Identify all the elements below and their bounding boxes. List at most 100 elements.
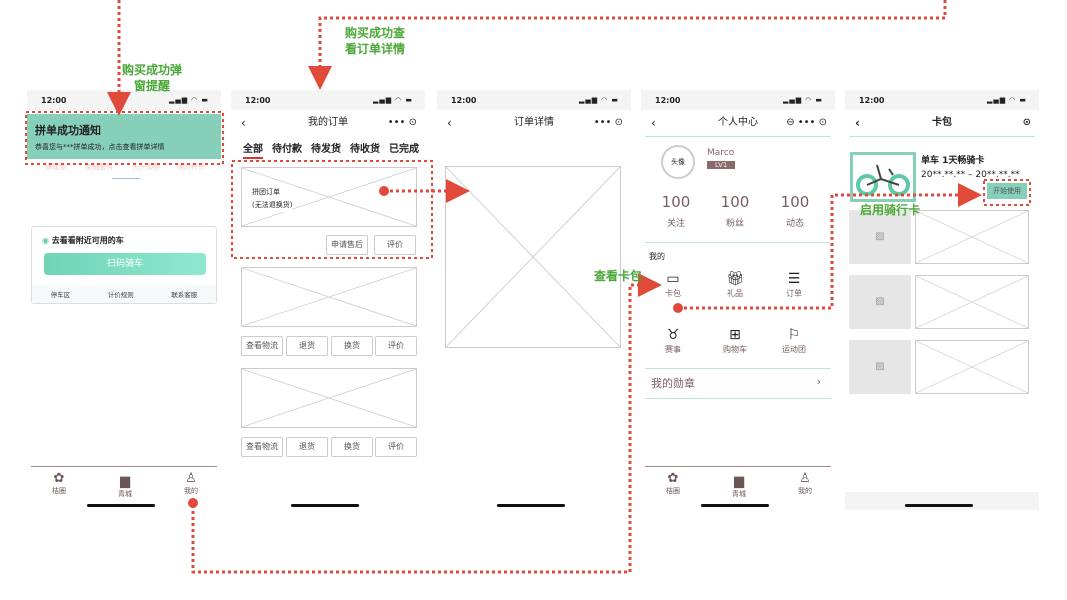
- tab-circle[interactable]: ✿桔圈: [39, 472, 79, 496]
- tab-mall[interactable]: ▆青城: [719, 475, 759, 499]
- stat-label: 关注: [666, 219, 685, 229]
- stat-label: 动态: [785, 219, 804, 229]
- back-icon[interactable]: ‹: [651, 116, 656, 130]
- gift-icon: 🎁︎: [726, 271, 744, 287]
- annotation-popup: 购买成功弹窗提醒: [112, 62, 192, 94]
- signal-icons: ▂▄▆ ◠ ▬: [782, 96, 823, 104]
- card-placeholder[interactable]: [915, 210, 1029, 264]
- target-icon[interactable]: ⊙: [1022, 117, 1031, 128]
- time: 12:00: [655, 96, 681, 105]
- support-link[interactable]: 联系客服: [171, 291, 198, 299]
- footer-bar: [845, 492, 1039, 510]
- tab-bar: ✿桔圈 ▆青城 ♙我的: [31, 466, 217, 500]
- parking-link[interactable]: 停车区: [50, 291, 71, 299]
- notification-banner[interactable]: 拼单成功通知 恭喜您与***拼单成功，点击查看拼单详情: [27, 114, 221, 159]
- stat-label: 粉丝: [725, 219, 744, 229]
- divider: [645, 368, 831, 369]
- user-icon: ♙: [185, 471, 197, 486]
- more-icon[interactable]: ••• ⊙: [387, 117, 417, 128]
- shortcut-label[interactable]: 赚现金: [45, 163, 66, 171]
- order-image[interactable]: 拼团订单(无法退换货): [241, 167, 417, 227]
- image-icon: ▨: [849, 275, 911, 329]
- logistics-button[interactable]: 查看物流: [241, 437, 283, 457]
- tab-done[interactable]: 已完成: [389, 144, 419, 155]
- home-indicator: [701, 504, 769, 507]
- back-icon[interactable]: ‹: [447, 116, 452, 130]
- annotation-line: 购买成功查: [344, 26, 405, 40]
- signal-icons: ▂▄▆ ◠ ▬: [578, 96, 619, 104]
- shortcut-label[interactable]: 金融服务: [85, 163, 113, 171]
- exchange-button[interactable]: 换货: [331, 437, 373, 457]
- order-image[interactable]: [241, 267, 417, 327]
- tab-bar: ✿桔圈 ▆青城 ♙我的: [645, 466, 831, 500]
- grid-label: 购物车: [723, 345, 747, 354]
- order-tabs: 全部 待付款 待发货 待收货 已完成: [243, 140, 419, 159]
- tab-unpaid[interactable]: 待付款: [272, 144, 302, 155]
- signal-icons: ▂▄▆ ◠ ▬: [986, 96, 1027, 104]
- notice-body: 恭喜您与***拼单成功，点击查看拼单详情: [35, 143, 165, 151]
- card-icon: ▭: [666, 271, 680, 287]
- screen-home: 12:00▂▄▆ ◠ ▬ 赚现金 金融服务 天天领券 限时秒杀 拼单成功通知 恭…: [27, 90, 221, 510]
- cart-icon: ⊞: [729, 327, 741, 343]
- annotation-line: 看订单详情: [344, 42, 405, 56]
- screen-profile: 12:00▂▄▆ ◠ ▬ ‹个人中心⊖ ••• ⊙ 头像 Marco LV1 1…: [641, 90, 835, 510]
- grid-team[interactable]: ⚐运动团: [769, 326, 819, 355]
- tab-label: 青城: [118, 490, 132, 498]
- scan-button[interactable]: 扫码骑车: [44, 253, 206, 275]
- shortcut-label[interactable]: 限时秒杀: [177, 163, 205, 171]
- exchange-button[interactable]: 换货: [331, 336, 373, 356]
- return-button[interactable]: 退货: [286, 336, 328, 356]
- review-button[interactable]: 评价: [374, 235, 416, 255]
- signal-icons: ▂▄▆ ◠ ▬: [372, 96, 413, 104]
- detail-placeholder: [445, 166, 621, 348]
- trophy-icon: ♉: [666, 327, 680, 343]
- logistics-button[interactable]: 查看物流: [241, 336, 283, 356]
- tab-label: 桔圈: [666, 487, 680, 495]
- tab-unreceived[interactable]: 待收货: [350, 144, 380, 155]
- stat-fans[interactable]: 100 粉丝: [710, 193, 760, 230]
- back-icon[interactable]: ‹: [241, 116, 246, 130]
- bike-image: [850, 152, 916, 202]
- after-sale-button[interactable]: 申请售后: [326, 235, 368, 255]
- section-title: 我的: [649, 252, 665, 261]
- grid-orders[interactable]: ☰订单: [769, 270, 819, 299]
- grid-events[interactable]: ♉赛事: [648, 326, 698, 355]
- tab-mine[interactable]: ♙我的: [171, 472, 211, 496]
- home-indicator: [497, 504, 565, 507]
- tab-mine[interactable]: ♙我的: [785, 472, 825, 496]
- stat-posts[interactable]: 100 动态: [770, 193, 820, 230]
- page-title: 个人中心: [718, 117, 758, 128]
- tab-mall[interactable]: ▆青城: [105, 475, 145, 499]
- status-bar: 12:00▂▄▆ ◠ ▬: [231, 90, 425, 110]
- back-icon[interactable]: ‹: [855, 116, 860, 130]
- card-placeholder[interactable]: [915, 275, 1029, 329]
- time: 12:00: [41, 96, 67, 105]
- shortcut-label[interactable]: 天天领券: [132, 163, 160, 171]
- avatar[interactable]: 头像: [661, 145, 695, 179]
- pricing-link[interactable]: 计价规则: [107, 291, 134, 299]
- page-title: 订单详情: [514, 117, 554, 128]
- more-icon[interactable]: ••• ⊙: [593, 117, 623, 128]
- annotation-wallet: 查看卡包: [594, 269, 643, 283]
- start-button[interactable]: 开始使用: [987, 183, 1027, 199]
- card-placeholder[interactable]: [915, 340, 1029, 394]
- tab-unshipped[interactable]: 待发货: [311, 144, 341, 155]
- stat-value: 100: [780, 193, 810, 211]
- grid-gift[interactable]: 🎁︎礼品: [710, 270, 760, 299]
- return-button[interactable]: 退货: [286, 437, 328, 457]
- stat-value: 100: [720, 193, 750, 211]
- page-title: 我的订单: [308, 117, 348, 128]
- grid-cart[interactable]: ⊞ 购物车: [710, 326, 760, 355]
- review-button[interactable]: 评价: [375, 437, 417, 457]
- home-indicator: [87, 504, 155, 507]
- tab-circle[interactable]: ✿桔圈: [653, 472, 693, 496]
- order-note: (无法退换货): [252, 201, 293, 209]
- order-image[interactable]: [241, 368, 417, 428]
- review-button[interactable]: 评价: [375, 336, 417, 356]
- tab-all[interactable]: 全部: [243, 140, 263, 159]
- more-icon[interactable]: ⊖ ••• ⊙: [786, 117, 827, 128]
- nearby-label[interactable]: 去看看附近可用的车: [51, 236, 124, 245]
- medal-row[interactable]: 我的勋章›: [645, 370, 831, 396]
- grid-wallet[interactable]: ▭卡包: [648, 270, 698, 299]
